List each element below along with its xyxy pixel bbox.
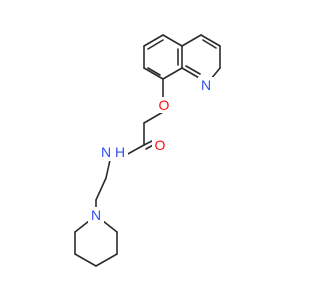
carbonyl-oxygen-label: O [155, 137, 166, 153]
piperidine-nitrogen-label: N [91, 207, 101, 223]
bond-benz-4 [162, 67, 183, 80]
bond-benz-5 [143, 67, 164, 80]
bond-pyr-1 [181, 34, 202, 47]
bond-layer [74, 34, 221, 267]
bond-pip-3 [74, 253, 97, 267]
bond-pip-1 [74, 220, 90, 233]
piperidine-n-bg [88, 207, 104, 223]
carbonyl-o-bg [152, 137, 168, 153]
bond-pip-4 [95, 253, 118, 267]
bond-pyr-double-2 [185, 65, 201, 75]
bond-benz-double-1 [147, 39, 164, 50]
bond-nh-ch2 [105, 159, 111, 179]
bond-pyr-double-1 [202, 39, 217, 49]
amide-nh-bg [100, 143, 128, 161]
amide-nitrogen-label: N [101, 144, 111, 160]
quinoline-nitrogen-label: N [201, 77, 211, 93]
bond-benz-double-3 [147, 67, 161, 76]
amide-hydrogen-label: H [115, 144, 125, 160]
bond-pyr-5 [181, 67, 202, 80]
bond-pyr-2 [200, 34, 221, 47]
bond-benz-1 [143, 34, 164, 47]
quinoline-n-bg [198, 77, 214, 93]
ether-o-bg [156, 97, 172, 113]
bond-co-nh [125, 144, 145, 156]
bond-pip-6 [102, 220, 118, 233]
ether-oxygen-label: O [159, 97, 170, 113]
bond-ch2-ch2 [95, 177, 107, 201]
molecule-structure: N O O N H N [74, 34, 221, 267]
atom-label-layer: N O O N H N [88, 77, 214, 223]
bond-o-ch2 [143, 111, 164, 124]
bond-benz-2 [162, 34, 183, 47]
